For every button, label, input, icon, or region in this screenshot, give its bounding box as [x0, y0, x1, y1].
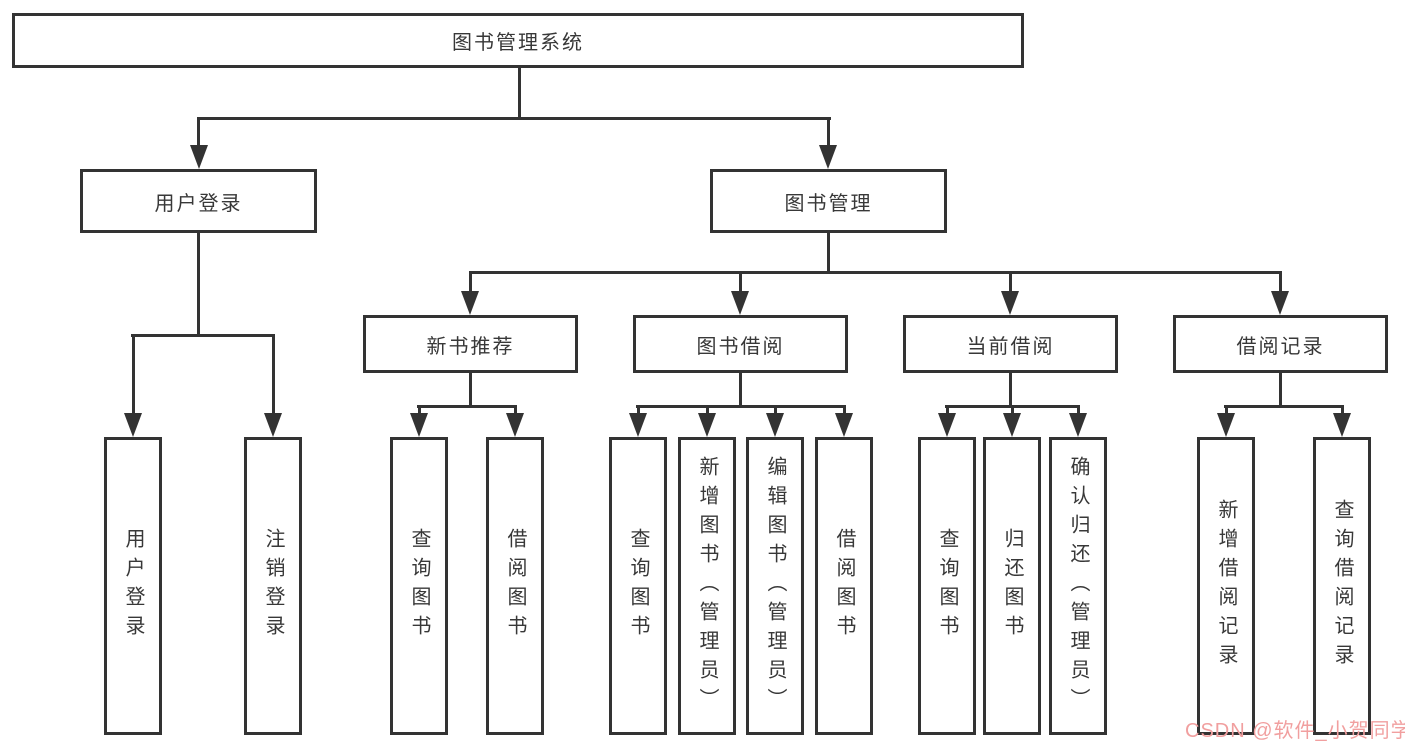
node-label: 当前借阅 [966, 335, 1055, 358]
connector-shaft [1341, 406, 1344, 417]
connector-shaft [418, 406, 421, 417]
leaf-add-books-admin: 新增图书（管理员） [678, 437, 736, 735]
leaf-label: 新增图书（管理员） [696, 455, 718, 717]
leaf-label: 借阅图书 [504, 528, 526, 644]
arrow-down-icon [506, 413, 524, 437]
arrow-down-icon [264, 413, 282, 437]
connector-stem [197, 232, 200, 337]
connector-stem [739, 372, 742, 408]
csdn-watermark: CSDN @软件_小贺同学 [1185, 720, 1405, 742]
arrow-down-icon [461, 291, 479, 315]
leaf-label: 新增借阅记录 [1215, 499, 1237, 673]
node-library-management-system: 图书管理系统 [12, 13, 1024, 68]
connector-crossbar [131, 334, 275, 337]
connector-shaft [1009, 273, 1012, 293]
arrow-down-icon [835, 413, 853, 437]
leaf-query-books-recommend: 查询图书 [390, 437, 448, 735]
connector-crossbar [417, 405, 517, 408]
connector-shaft [197, 119, 200, 149]
connector-shaft [827, 119, 830, 149]
arrow-down-icon [629, 413, 647, 437]
arrow-down-icon [1069, 413, 1087, 437]
arrow-down-icon [190, 145, 208, 169]
arrow-down-icon [410, 413, 428, 437]
connector-crossbar [636, 405, 846, 408]
node-label: 图书借阅 [696, 335, 785, 358]
connector-root-crossbar [197, 117, 831, 120]
node-label: 新书推荐 [426, 335, 515, 358]
arrow-down-icon [1217, 413, 1235, 437]
arrow-down-icon [938, 413, 956, 437]
connector-root-stem [518, 66, 521, 119]
connector-shaft [1077, 406, 1080, 417]
arrow-down-icon [1001, 291, 1019, 315]
connector-crossbar [469, 271, 1282, 274]
connector-shaft [706, 406, 709, 417]
leaf-label: 用户登录 [122, 528, 144, 644]
leaf-label: 查询图书 [936, 528, 958, 644]
leaf-label: 注销登录 [262, 528, 284, 644]
node-label: 图书管理 [784, 192, 873, 215]
leaf-borrow-books-recommend: 借阅图书 [486, 437, 544, 735]
leaf-label: 借阅图书 [833, 528, 855, 644]
connector-shaft [272, 336, 275, 417]
connector-shaft [132, 336, 135, 417]
leaf-label: 查询图书 [408, 528, 430, 644]
connector-shaft [843, 406, 846, 417]
connector-stem [469, 372, 472, 408]
leaf-label: 确认归还（管理员） [1067, 455, 1089, 717]
arrow-down-icon [819, 145, 837, 169]
leaf-return-books: 归还图书 [983, 437, 1041, 735]
connector-crossbar [1224, 405, 1344, 408]
connector-shaft [469, 273, 472, 293]
connector-shaft [1011, 406, 1014, 417]
connector-shaft [1279, 273, 1282, 293]
node-book-management: 图书管理 [710, 169, 947, 233]
leaf-edit-books-admin: 编辑图书（管理员） [746, 437, 804, 735]
leaf-label: 查询图书 [627, 528, 649, 644]
arrow-down-icon [1003, 413, 1021, 437]
leaf-confirm-return-admin: 确认归还（管理员） [1049, 437, 1107, 735]
connector-shaft [946, 406, 949, 417]
leaf-logout: 注销登录 [244, 437, 302, 735]
connector-shaft [514, 406, 517, 417]
connector-shaft [739, 273, 742, 293]
node-current-borrowing: 当前借阅 [903, 315, 1118, 373]
arrow-down-icon [1271, 291, 1289, 315]
leaf-user-login: 用户登录 [104, 437, 162, 735]
leaf-label: 编辑图书（管理员） [764, 455, 786, 717]
node-new-book-recommendation: 新书推荐 [363, 315, 578, 373]
arrow-down-icon [698, 413, 716, 437]
leaf-label: 归还图书 [1001, 528, 1023, 644]
connector-shaft [774, 406, 777, 417]
leaf-add-borrow-record: 新增借阅记录 [1197, 437, 1255, 735]
node-user-login: 用户登录 [80, 169, 317, 233]
connector-shaft [637, 406, 640, 417]
leaf-borrow-books: 借阅图书 [815, 437, 873, 735]
node-label: 用户登录 [154, 192, 243, 215]
connector-shaft [1225, 406, 1228, 417]
arrow-down-icon [124, 413, 142, 437]
leaf-query-books-borrowing: 查询图书 [609, 437, 667, 735]
node-label: 图书管理系统 [452, 32, 584, 54]
connector-stem [1279, 372, 1282, 408]
node-borrowing-records: 借阅记录 [1173, 315, 1388, 373]
connector-stem [1009, 372, 1012, 408]
connector-stem [827, 233, 830, 273]
arrow-down-icon [766, 413, 784, 437]
leaf-query-borrow-record: 查询借阅记录 [1313, 437, 1371, 735]
arrow-down-icon [1333, 413, 1351, 437]
node-label: 借阅记录 [1236, 335, 1325, 358]
leaf-label: 查询借阅记录 [1331, 499, 1353, 673]
leaf-query-books-current: 查询图书 [918, 437, 976, 735]
arrow-down-icon [731, 291, 749, 315]
node-book-borrowing: 图书借阅 [633, 315, 848, 373]
